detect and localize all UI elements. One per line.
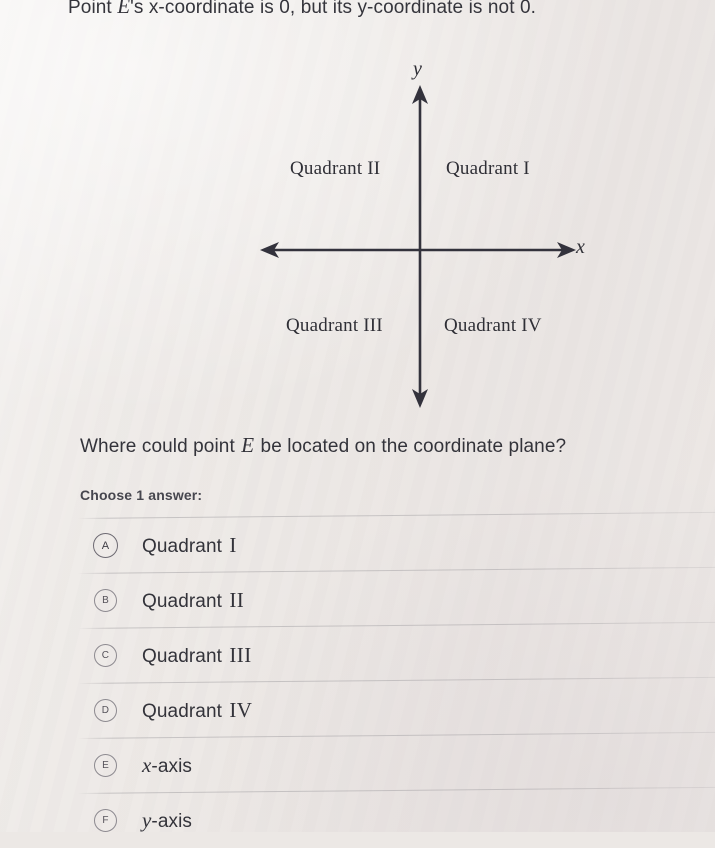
- prompt-point-variable: E: [241, 433, 255, 457]
- prompt-text-before: Where could point: [80, 436, 241, 457]
- option-label-e: x-axis: [142, 753, 192, 778]
- option-label-c: Quadrant III: [142, 643, 252, 668]
- option-letter-bubble-a[interactable]: A: [93, 533, 118, 558]
- option-letter-bubble-b[interactable]: B: [94, 589, 117, 612]
- option-label-a: Quadrant I: [142, 533, 237, 558]
- stem-text-after: 's x-coordinate is 0, but its y-coordina…: [130, 0, 537, 18]
- option-math-variable: y: [142, 808, 152, 832]
- option-label-suffix: -axis: [151, 756, 193, 777]
- option-label-b: Quadrant II: [142, 588, 244, 613]
- option-letter-bubble-d[interactable]: D: [94, 699, 117, 722]
- coordinate-plane-figure: y x Quadrant II Quadrant I Quadrant III …: [250, 58, 610, 408]
- coordinate-axes-svg: [260, 85, 576, 408]
- option-label-text: Quadrant: [142, 536, 228, 557]
- answer-option-c[interactable]: C Quadrant III: [0, 621, 715, 683]
- answer-options-list: A Quadrant I B Quadrant II C Quadrant II…: [0, 511, 715, 848]
- problem-stem: Point E's x-coordinate is 0, but its y-c…: [68, 0, 668, 21]
- option-divider: [77, 511, 715, 519]
- option-math-variable: x: [142, 753, 152, 777]
- quadrant-3-label: Quadrant III: [286, 315, 383, 336]
- option-letter-bubble-e[interactable]: E: [94, 754, 117, 777]
- x-axis-label: x: [576, 236, 585, 258]
- option-label-roman: III: [229, 643, 252, 667]
- option-label-roman: II: [229, 588, 245, 612]
- quadrant-2-label: Quadrant II: [290, 158, 381, 179]
- option-label-roman: IV: [229, 698, 253, 722]
- stem-point-variable: E: [117, 0, 131, 18]
- prompt-text-after: be located on the coordinate plane?: [255, 436, 567, 457]
- option-label-text: Quadrant: [142, 591, 228, 612]
- answer-option-b[interactable]: B Quadrant II: [0, 566, 715, 628]
- option-label-suffix: -axis: [151, 811, 193, 832]
- answer-option-a[interactable]: A Quadrant I: [0, 511, 715, 573]
- stem-text-before: Point: [68, 0, 118, 18]
- quadrant-4-label: Quadrant IV: [444, 315, 542, 336]
- option-letter-bubble-f[interactable]: F: [94, 809, 117, 832]
- answer-option-f[interactable]: F y-axis: [0, 786, 715, 848]
- option-label-text: Quadrant: [142, 646, 228, 667]
- quadrant-1-label: Quadrant I: [446, 158, 530, 179]
- option-label-roman: I: [229, 533, 237, 557]
- option-label-d: Quadrant IV: [142, 698, 252, 723]
- answer-option-d[interactable]: D Quadrant IV: [0, 676, 715, 738]
- choose-answer-instruction: Choose 1 answer:: [80, 487, 203, 503]
- option-letter-bubble-c[interactable]: C: [94, 644, 117, 667]
- y-axis-label: y: [413, 58, 422, 80]
- option-label-text: Quadrant: [142, 701, 228, 722]
- answer-option-e[interactable]: E x-axis: [0, 731, 715, 793]
- question-prompt: Where could point E be located on the co…: [80, 432, 566, 460]
- option-label-f: y-axis: [142, 808, 192, 833]
